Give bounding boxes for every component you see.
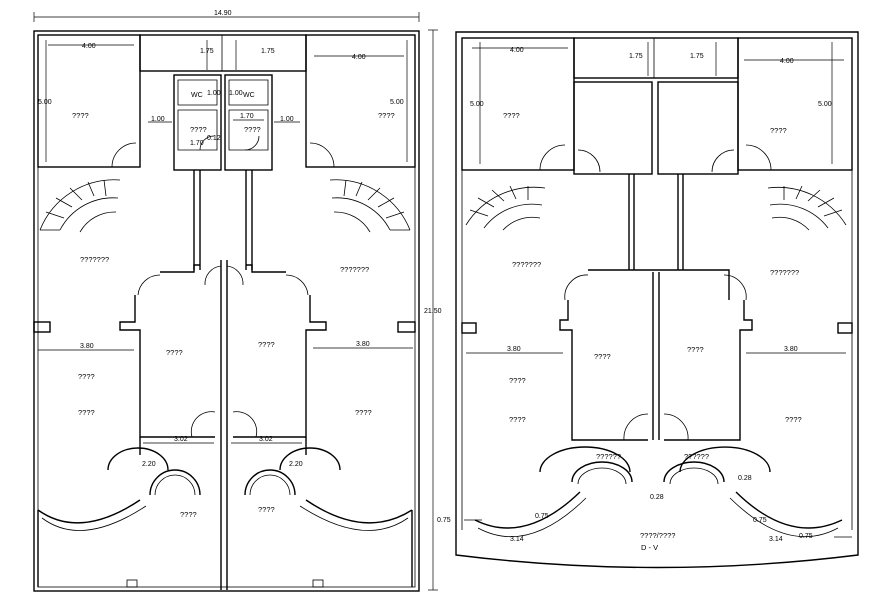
dim-220-right: 2.20 — [289, 461, 303, 468]
spiral-stair-left — [39, 179, 121, 233]
dim-center-170b: 1.70 — [190, 140, 204, 147]
room-label: ???? — [190, 125, 207, 134]
room-label: ??????? — [340, 265, 369, 274]
top-left-room — [37, 34, 141, 168]
room-label: ???? — [687, 345, 704, 354]
dim-075-right: 0.75 — [799, 533, 813, 540]
dim-220-left: 2.20 — [142, 461, 156, 468]
wc-label-right: WC — [243, 92, 255, 99]
dim-top-left-room: 4.00 — [82, 43, 96, 50]
room-label: ???? — [258, 340, 275, 349]
dim-075-inner-left: 0.75 — [535, 513, 549, 520]
dim-bottom-left: 3.02 — [174, 436, 188, 443]
dim-overall-width: 14.90 — [214, 10, 232, 17]
dim-top-right-room: 4.00 — [352, 54, 366, 61]
spiral-stair-left-r — [465, 185, 546, 231]
room-label: ???? — [378, 111, 395, 120]
room-label: ???? — [258, 505, 275, 514]
elevation-label: ????/???? — [640, 531, 675, 540]
top-right-room — [305, 34, 416, 168]
spiral-stair-right — [329, 179, 411, 233]
dim-075-inner-right: 0.75 — [753, 517, 767, 524]
room-label: ?????? — [596, 452, 621, 461]
room-label: ???? — [509, 415, 526, 424]
dim-shaft-left: 1.75 — [200, 48, 214, 55]
top-right-room-right — [737, 37, 853, 171]
dim-mid-right-r: 3.80 — [784, 346, 798, 353]
section-mark: D - V — [641, 543, 658, 552]
dim-wc-right-w: 1.00 — [229, 90, 243, 97]
dim-314-left: 3.14 — [510, 536, 524, 543]
room-label: ???? — [509, 376, 526, 385]
dim-028-right: 0.28 — [738, 475, 752, 482]
room-label: ???? — [166, 348, 183, 357]
dim-bottom-right: 3.02 — [259, 436, 273, 443]
room-label: ???? — [785, 415, 802, 424]
dim-top-right-room-r: 4.00 — [780, 58, 794, 65]
dim-075-left: 0.75 — [437, 517, 451, 524]
dim-028-left: 0.28 — [650, 494, 664, 501]
dim-left-height: 5.00 — [38, 99, 52, 106]
dim-center-170a: 1.70 — [240, 113, 254, 120]
outer-wall-left-plan — [33, 30, 420, 592]
dim-right-height-r: 5.00 — [818, 101, 832, 108]
room-label: ??????? — [80, 255, 109, 264]
room-label: ???? — [72, 111, 89, 120]
dim-wc-left-w: 1.00 — [207, 90, 221, 97]
dim-mid-left-r: 3.80 — [507, 346, 521, 353]
room-label: ?????? — [684, 452, 709, 461]
room-label: ???? — [180, 510, 197, 519]
room-label: ??????? — [512, 260, 541, 269]
outer-wall-right-plan — [455, 31, 859, 569]
dim-shaft-left-r: 1.75 — [629, 53, 643, 60]
dim-mid-left: 3.80 — [80, 343, 94, 350]
dim-side-right: 1.00 — [280, 116, 294, 123]
room-label: ???? — [244, 125, 261, 134]
dim-shaft-right: 1.75 — [261, 48, 275, 55]
room-label: ???? — [594, 352, 611, 361]
dim-shaft-right-r: 1.75 — [690, 53, 704, 60]
spiral-stair-right-r — [767, 185, 847, 231]
dim-right-height: 5.00 — [390, 99, 404, 106]
room-label: ???? — [355, 408, 372, 417]
dim-314-right: 3.14 — [769, 536, 783, 543]
room-label: ???? — [770, 126, 787, 135]
right-floor-plan: 4.00 4.00 5.00 5.00 1.75 1.75 — [437, 31, 859, 569]
dim-mid-right: 3.80 — [356, 341, 370, 348]
room-label: ???? — [78, 372, 95, 381]
room-label: ???? — [503, 111, 520, 120]
dim-side-left: 1.00 — [151, 116, 165, 123]
left-floor-plan: 14.90 21.50 4.00 5.00 4.00 5.00 1.75 1.7… — [33, 10, 442, 592]
room-label: ??????? — [770, 268, 799, 277]
dim-top-left-room-r: 4.00 — [510, 47, 524, 54]
room-label: ???? — [78, 408, 95, 417]
dim-left-height-r: 5.00 — [470, 101, 484, 108]
dim-overall-height: 21.50 — [424, 308, 442, 315]
dim-center-012: 0.12 — [207, 135, 221, 142]
wc-label-left: WC — [191, 92, 203, 99]
